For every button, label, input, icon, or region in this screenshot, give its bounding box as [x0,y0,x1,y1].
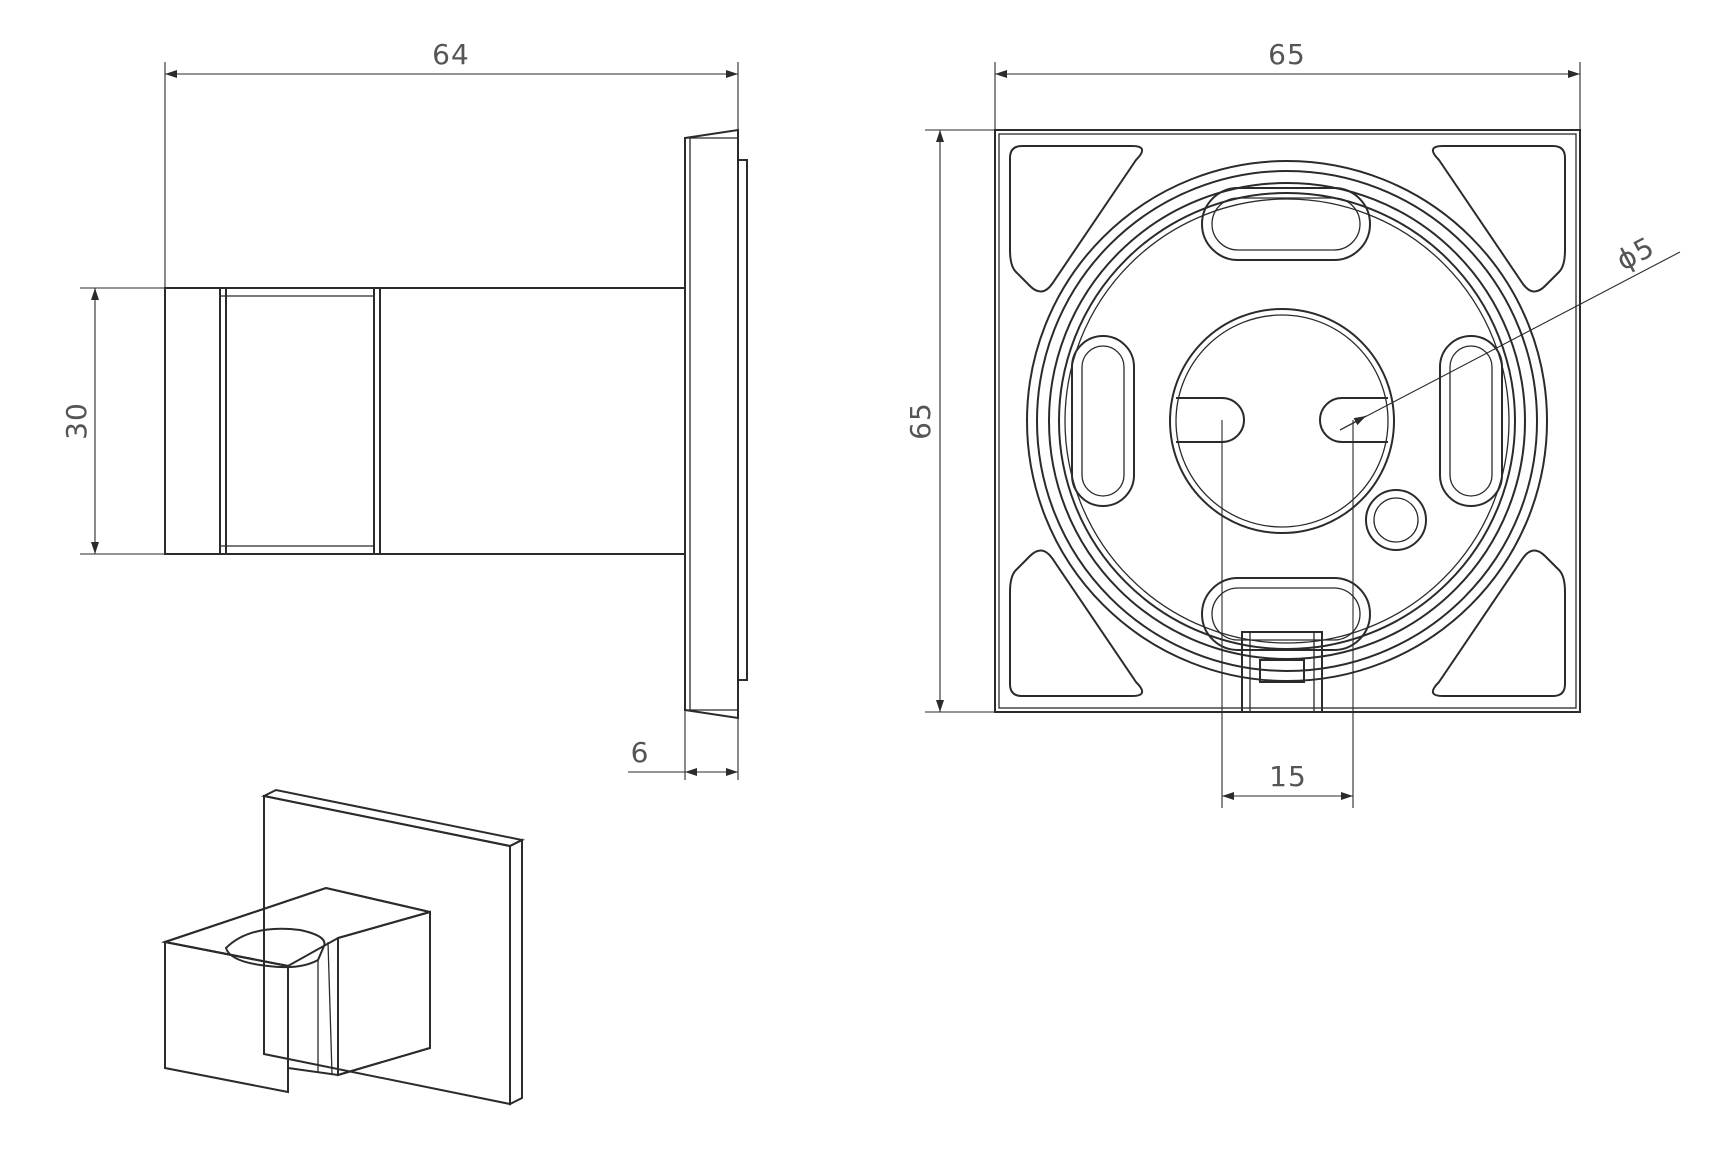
front-view: 65 65 15 ϕ5 [904,38,1681,808]
iso-plate-top-edge [260,788,526,848]
iso-plate-side-edge [509,838,523,1106]
front-corner-pad-bottom-left [1009,549,1143,697]
front-slot-bottom [1201,577,1371,651]
front-keyhole-left [1176,397,1245,443]
front-slot-left-inner [1081,345,1125,497]
front-slot-bottom-inner [1211,587,1361,641]
isometric-view [161,788,526,1106]
dim-label-plate-height: 65 [904,402,937,440]
dim-leader-hole-diameter [1339,251,1681,431]
front-slot-right [1439,335,1503,507]
iso-block-body [161,886,431,1077]
side-body-outline [164,287,686,555]
front-small-hole [1365,489,1427,551]
front-bottom-clip [1241,631,1323,713]
front-slot-right-inner [1449,345,1493,497]
side-view: 64 30 6 [60,38,748,780]
front-slot-top-inner [1211,197,1361,251]
iso-block-right-face [337,910,431,1077]
front-corner-pad-bottom-right [1432,549,1566,697]
iso-block-front-face [164,940,289,1094]
front-ring-inner [1058,192,1516,650]
front-slot-left [1071,335,1135,507]
front-plate-inner-edge [998,133,1577,709]
front-ring-outer [1026,160,1548,682]
side-flange-lip [737,159,748,681]
dim-arrow-hole-diameter [1339,415,1367,431]
front-ring-outer-2 [1036,170,1538,672]
dim-label-overall-length: 64 [432,38,470,71]
front-slot-top [1201,187,1371,261]
dim-label-plate-width: 65 [1268,38,1306,71]
iso-plate-front-face [263,794,511,1106]
dim-label-body-height: 30 [60,402,93,440]
front-ring-inner-2 [1064,198,1510,644]
front-corner-pad-top-left [1009,145,1143,293]
iso-block-base-edge [287,1067,339,1076]
dim-label-hole-diameter: ϕ5 [1611,230,1660,277]
front-center-boss-inner [1175,314,1389,528]
side-flange-outline [684,128,739,720]
iso-cradle-cutout [224,927,326,969]
front-small-hole-inner [1373,497,1419,543]
dim-label-slot-spacing: 15 [1269,760,1307,793]
front-center-boss [1169,308,1395,534]
front-corner-pad-top-right [1432,145,1566,293]
dim-label-flange-thickness: 6 [631,736,650,769]
front-keyhole-right [1319,397,1388,443]
iso-block-top-face [161,886,431,968]
iso-cradle-inner-edge-2 [327,941,333,1075]
front-bottom-clip-tab [1259,659,1305,683]
